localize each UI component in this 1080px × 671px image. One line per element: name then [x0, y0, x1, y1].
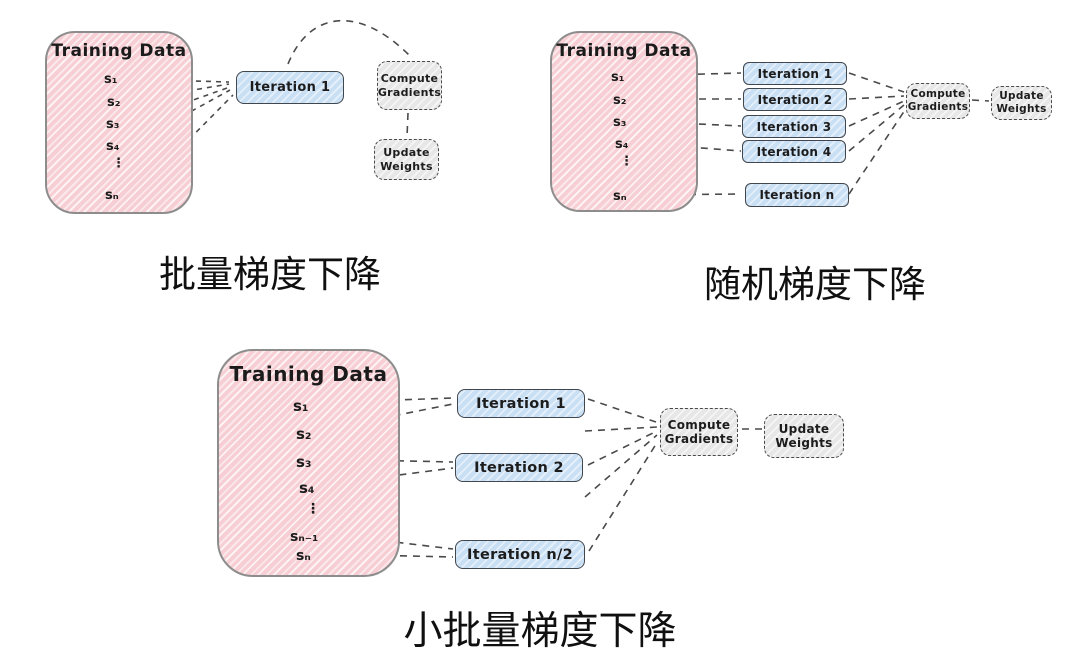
ellipsis: ⋮ — [306, 501, 320, 517]
iteration-1-label: Iteration 1 — [476, 395, 566, 412]
update-weights-box: Update Weights — [764, 414, 844, 458]
compute-gradients-box: Compute Gradients — [906, 83, 970, 119]
sample-s2: s₂ — [613, 93, 627, 108]
iteration-2-box: Iteration 2 — [743, 88, 847, 111]
update-weights-line1: Update — [999, 90, 1044, 103]
sample-s3: s₃ — [613, 115, 627, 130]
sample-s2: s₂ — [296, 425, 312, 443]
update-weights-line1: Update — [778, 421, 830, 436]
iteration-n-box: Iteration n — [745, 183, 849, 207]
caption-batch-gradient-descent: 批量梯度下降 — [159, 253, 381, 296]
ellipsis: ⋮ — [112, 156, 125, 171]
iteration-4-box: Iteration 4 — [742, 140, 846, 163]
iteration-3-box: Iteration 3 — [742, 115, 846, 138]
update-weights-line2: Weights — [996, 103, 1047, 115]
iteration-n2-box: Iteration n/2 — [455, 540, 585, 569]
sample-sn: sₙ — [613, 189, 627, 204]
sample-s3: s₃ — [296, 453, 312, 471]
compute-gradients-line1: Compute — [910, 88, 966, 101]
compute-gradients-box: Compute Gradients — [377, 61, 442, 110]
iteration-1-box: Iteration 1 — [236, 71, 344, 104]
update-weights-line1: Update — [383, 146, 430, 160]
training-data-box — [217, 349, 400, 577]
ellipsis: ⋮ — [620, 154, 633, 169]
iteration-n-label: Iteration n — [759, 188, 835, 202]
update-weights-line2: Weights — [775, 436, 833, 450]
sample-s2: s₂ — [107, 95, 121, 110]
training-data-label: Training Data — [556, 41, 692, 61]
sample-sn: sₙ — [105, 188, 119, 203]
sample-s1: s₁ — [293, 397, 309, 415]
compute-gradients-line2: Gradients — [664, 432, 734, 446]
iteration-n2-label: Iteration n/2 — [467, 546, 573, 563]
sample-s3: s₃ — [106, 117, 120, 132]
training-data-box — [550, 31, 698, 212]
sample-s1: s₁ — [104, 72, 118, 87]
iteration-1-label: Iteration 1 — [757, 66, 833, 81]
update-weights-box: Update Weights — [374, 139, 439, 180]
update-weights-line2: Weights — [380, 159, 433, 173]
compute-gradients-box: Compute Gradients — [660, 408, 738, 456]
iteration-3-label: Iteration 3 — [756, 119, 832, 134]
sample-sn-1: sₙ₋₁ — [290, 529, 319, 545]
iteration-1-box: Iteration 1 — [457, 389, 585, 418]
iteration-1-label: Iteration 1 — [249, 80, 331, 95]
sample-s1: s₁ — [611, 70, 625, 85]
compute-gradients-line1: Compute — [380, 72, 439, 86]
compute-gradients-line2: Gradients — [377, 85, 442, 99]
training-data-label: Training Data — [229, 362, 388, 386]
compute-gradients-line2: Gradients — [907, 101, 969, 113]
caption-minibatch-gradient-descent: 小批量梯度下降 — [403, 609, 677, 654]
iteration-4-label: Iteration 4 — [756, 144, 832, 159]
iteration-2-label: Iteration 2 — [474, 459, 564, 476]
compute-gradients-line1: Compute — [667, 417, 731, 432]
iteration-2-label: Iteration 2 — [757, 92, 833, 107]
sample-s4: s₄ — [106, 139, 120, 154]
caption-stochastic-gradient-descent: 随机梯度下降 — [704, 263, 926, 306]
training-data-box — [45, 31, 193, 214]
sample-s4: s₄ — [615, 137, 629, 152]
sample-s4: s₄ — [299, 479, 315, 497]
iteration-1-box: Iteration 1 — [743, 62, 847, 85]
iteration-2-box: Iteration 2 — [455, 453, 583, 482]
training-data-label: Training Data — [51, 41, 187, 61]
sample-sn: sₙ — [296, 548, 311, 564]
update-weights-box: Update Weights — [991, 86, 1052, 120]
